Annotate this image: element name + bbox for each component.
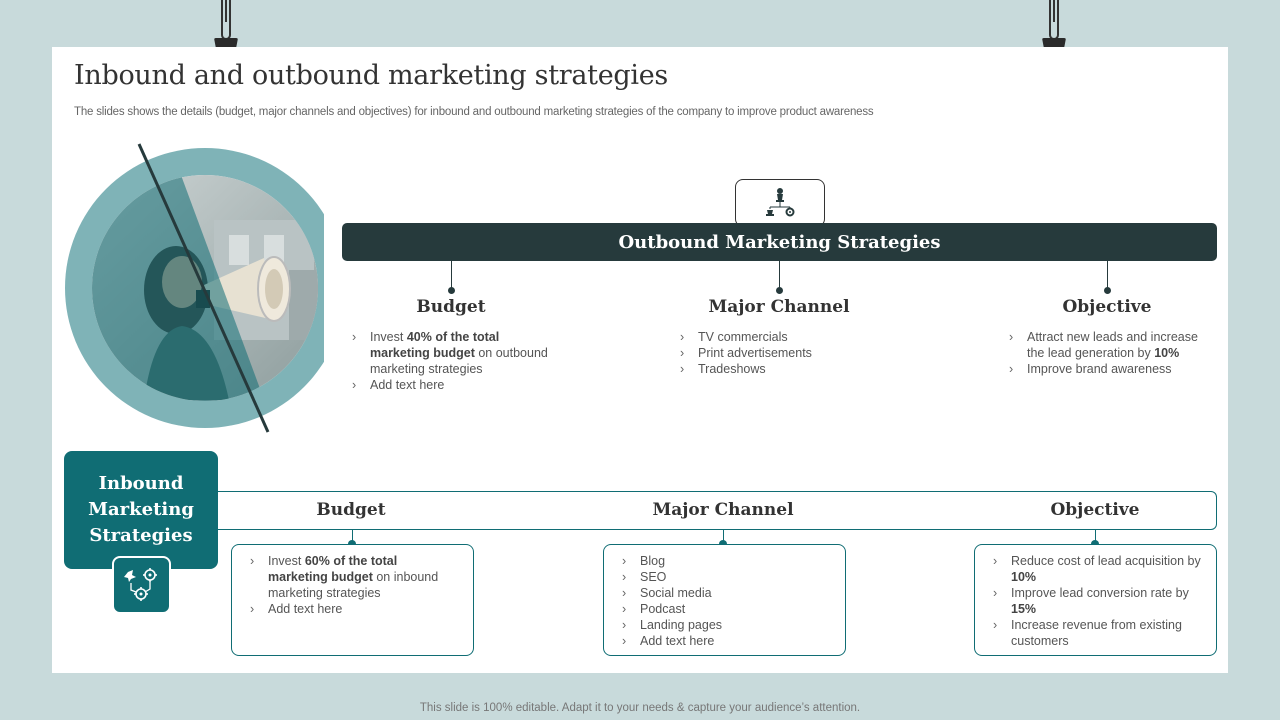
bullet-item: Podcast [622, 601, 832, 617]
connector-line [779, 261, 780, 289]
bullet-item: Increase revenue from existing customers [993, 617, 1203, 649]
outbound-title: Outbound Marketing Strategies [618, 231, 941, 253]
bullet-item: Reduce cost of lead acquisition by 10% [993, 553, 1203, 585]
connector-line [1095, 530, 1096, 544]
connector-line [1107, 261, 1108, 289]
bullet-item: Print advertisements [680, 345, 870, 361]
outbound-objective-heading: Objective [1062, 297, 1152, 317]
inbound-icon-tile [112, 556, 171, 614]
inbound-header-bar [216, 491, 1217, 530]
bullet-item: Blog [622, 553, 832, 569]
outbound-channel-heading: Major Channel [708, 297, 850, 317]
inbound-budget-heading: Budget [316, 500, 386, 520]
bullet-item: Add text here [352, 377, 552, 393]
bullet-item: Invest 60% of the total marketing budget… [250, 553, 460, 601]
inbound-title-box: Inbound Marketing Strategies [64, 451, 218, 569]
outbound-budget-heading: Budget [416, 297, 486, 317]
inbound-objective-list: Reduce cost of lead acquisition by 10%Im… [993, 553, 1203, 649]
inbound-objective-box: Reduce cost of lead acquisition by 10%Im… [974, 544, 1217, 656]
outbound-icon-tab [735, 179, 825, 227]
bullet-item: Add text here [250, 601, 460, 617]
inbound-budget-list: Invest 60% of the total marketing budget… [250, 553, 460, 617]
bullet-item: TV commercials [680, 329, 870, 345]
bullet-item: Attract new leads and increase the lead … [1009, 329, 1199, 361]
megaphone-woman-photo [64, 140, 345, 440]
bullet-item: Invest 40% of the total marketing budget… [352, 329, 552, 377]
bullet-item: Add text here [622, 633, 832, 649]
inbound-objective-heading: Objective [1050, 500, 1140, 520]
connector-line [723, 530, 724, 544]
outbound-title-bar: Outbound Marketing Strategies [342, 223, 1217, 261]
inbound-channel-box: BlogSEOSocial mediaPodcastLanding pagesA… [603, 544, 846, 656]
bullet-item: Social media [622, 585, 832, 601]
outbound-budget-list: Invest 40% of the total marketing budget… [352, 329, 552, 393]
connector-dot [1104, 287, 1111, 294]
outbound-objective-list: Attract new leads and increase the lead … [1009, 329, 1199, 377]
connector-line [451, 261, 452, 289]
page-subtitle: The slides shows the details (budget, ma… [74, 106, 874, 118]
bullet-item: Tradeshows [680, 361, 870, 377]
bullet-item: Improve lead conversion rate by 15% [993, 585, 1203, 617]
page-title: Inbound and outbound marketing strategie… [74, 60, 668, 91]
inbound-channel-list: BlogSEOSocial mediaPodcastLanding pagesA… [622, 553, 832, 649]
bullet-item: Landing pages [622, 617, 832, 633]
bullet-item: Improve brand awareness [1009, 361, 1199, 377]
inbound-channel-heading: Major Channel [652, 500, 794, 520]
outbound-channel-list: TV commercialsPrint advertisementsTrades… [680, 329, 870, 377]
connector-line [352, 530, 353, 544]
inbound-title: Inbound Marketing Strategies [88, 473, 194, 546]
chess-strategy-icon [766, 188, 795, 217]
inbound-budget-box: Invest 60% of the total marketing budget… [231, 544, 474, 656]
connector-dot [776, 287, 783, 294]
bullet-item: SEO [622, 569, 832, 585]
strategy-gears-icon [124, 568, 157, 601]
footer-note: This slide is 100% editable. Adapt it to… [419, 702, 861, 714]
connector-dot [448, 287, 455, 294]
